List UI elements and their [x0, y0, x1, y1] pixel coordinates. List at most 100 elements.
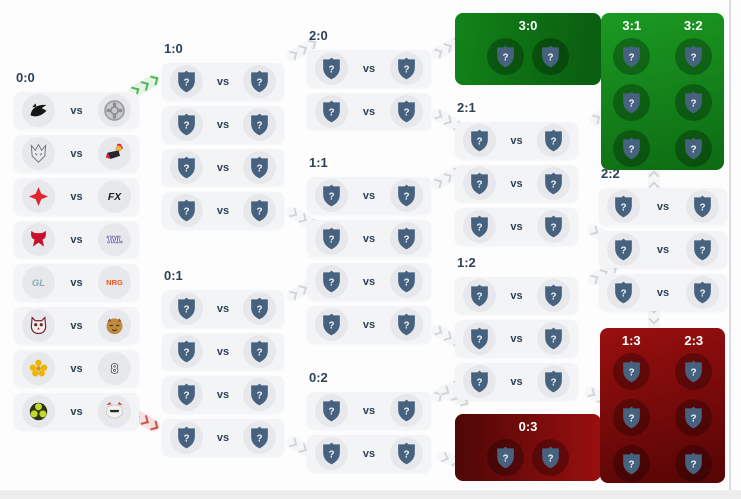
match-list: ?vs??vs??vs??vs?	[307, 177, 431, 343]
svg-text:?: ?	[328, 277, 334, 288]
match-card[interactable]: ?vs?	[307, 50, 431, 87]
match-card[interactable]: vs	[14, 393, 139, 430]
match-card[interactable]: ?vs?	[162, 106, 284, 143]
svg-text:?: ?	[403, 277, 409, 288]
qualified-team-slot: ?	[613, 84, 651, 121]
eliminated-team-slot: ?	[675, 353, 713, 390]
match-card[interactable]: ?vs?	[162, 333, 284, 370]
shield-question: ?	[390, 394, 423, 427]
svg-text:?: ?	[403, 64, 409, 75]
vs-label: vs	[216, 388, 230, 401]
match-card[interactable]: ?vs?	[307, 306, 431, 343]
shield-question: ?	[243, 378, 276, 411]
match-card[interactable]: ?vs?	[307, 392, 431, 429]
svg-text:?: ?	[403, 320, 409, 331]
record-label: 1:2	[457, 255, 476, 270]
match-card[interactable]: ?vs?	[162, 63, 284, 100]
shield-question: ?	[463, 279, 496, 312]
vs-label: vs	[216, 161, 230, 174]
match-card[interactable]: ?vs?	[455, 363, 578, 400]
vs-label: vs	[510, 375, 523, 388]
match-card[interactable]: vs	[14, 135, 139, 172]
match-list: ?vs??vs??vs?	[455, 277, 578, 400]
eliminated-team-slot: ?	[612, 399, 650, 436]
svg-text:?: ?	[550, 334, 556, 345]
svg-text:?: ?	[620, 288, 626, 299]
svg-text:?: ?	[256, 304, 262, 315]
shield-question: ?	[607, 233, 640, 266]
shield-question: ?	[537, 167, 570, 200]
eliminated-team-slot: ?	[612, 445, 650, 482]
svg-text:?: ?	[183, 433, 189, 444]
vs-label: vs	[362, 189, 376, 202]
match-card[interactable]: ?vs?	[599, 274, 727, 311]
record-label: 0:3	[518, 419, 538, 434]
eliminated-team-slot: ?	[487, 439, 524, 476]
shield-question: ?	[170, 421, 203, 454]
svg-text:?: ?	[691, 459, 697, 470]
match-card[interactable]: ?vs?	[307, 263, 431, 300]
match-card[interactable]: ?vs?	[162, 192, 284, 229]
horizontal-scrollbar[interactable]	[0, 490, 741, 499]
match-card[interactable]: ?vs?	[455, 165, 578, 202]
record-group-0-1: 0:1 ?vs??vs??vs??vs?	[162, 268, 284, 456]
vertical-scrollbar[interactable]	[729, 0, 731, 499]
svg-text:?: ?	[691, 413, 697, 424]
vs-label: vs	[362, 232, 376, 245]
match-card[interactable]: ?vs?	[307, 435, 431, 472]
shield-question: ?	[537, 365, 570, 398]
eliminated-team-slot: ?	[532, 439, 569, 476]
record-group-1-1: 1:1 ?vs??vs??vs??vs?	[307, 155, 431, 343]
qualified-team-slot: ?	[532, 38, 569, 75]
svg-text:?: ?	[403, 191, 409, 202]
svg-text:?: ?	[690, 98, 696, 109]
svg-text:?: ?	[256, 163, 262, 174]
qualified-panel-3-0: 3:0 ??	[455, 13, 601, 85]
logo-tnl: TNL	[98, 223, 131, 256]
logo-nrg: NRG	[98, 266, 131, 299]
match-card[interactable]: vs	[14, 307, 139, 344]
svg-text:?: ?	[256, 433, 262, 444]
svg-text:?: ?	[699, 288, 705, 299]
shield-question: ?	[315, 394, 348, 427]
svg-text:?: ?	[183, 163, 189, 174]
match-card[interactable]: ? vs?	[162, 376, 284, 413]
match-card[interactable]: ?vs?	[307, 93, 431, 130]
match-card[interactable]: ?vs?	[162, 290, 284, 327]
match-card[interactable]: ?vs?	[599, 188, 727, 225]
shield-question: ?	[170, 65, 203, 98]
shield-question: ?	[170, 378, 203, 411]
owl-logo	[22, 309, 55, 342]
match-card[interactable]: ?vs?	[307, 177, 431, 214]
match-list: ?vs? ?vs? ?vs?	[455, 122, 578, 245]
svg-text:FX: FX	[108, 192, 122, 203]
svg-text:?: ?	[550, 222, 556, 233]
match-card[interactable]: ?vs?	[599, 231, 727, 268]
wolf-logo	[22, 137, 55, 170]
vs-label: vs	[362, 62, 376, 75]
vs-label: vs	[70, 362, 83, 375]
match-card[interactable]: vs	[14, 92, 139, 129]
svg-text:?: ?	[476, 136, 482, 147]
shield-question: ?	[607, 276, 640, 309]
match-card[interactable]: ?vs?	[455, 320, 578, 357]
qualified-slot-column: ???	[613, 38, 651, 167]
match-card[interactable]: ?vs?	[455, 208, 578, 245]
record-label: 0:0	[16, 70, 35, 85]
match-card[interactable]: ?vs?	[455, 277, 578, 314]
shield-question: ?	[607, 190, 640, 223]
match-card[interactable]: ?vs?	[162, 419, 284, 456]
match-card[interactable]: ? vs?	[162, 149, 284, 186]
shield-question: ?	[537, 322, 570, 355]
match-card[interactable]: ?vs?	[307, 220, 431, 257]
shield-question: ?	[390, 95, 423, 128]
match-card[interactable]: ?vs?	[455, 122, 578, 159]
svg-text:?: ?	[403, 234, 409, 245]
vs-label: vs	[656, 243, 670, 256]
svg-text:?: ?	[628, 459, 634, 470]
record-label: 3:1	[622, 18, 642, 33]
